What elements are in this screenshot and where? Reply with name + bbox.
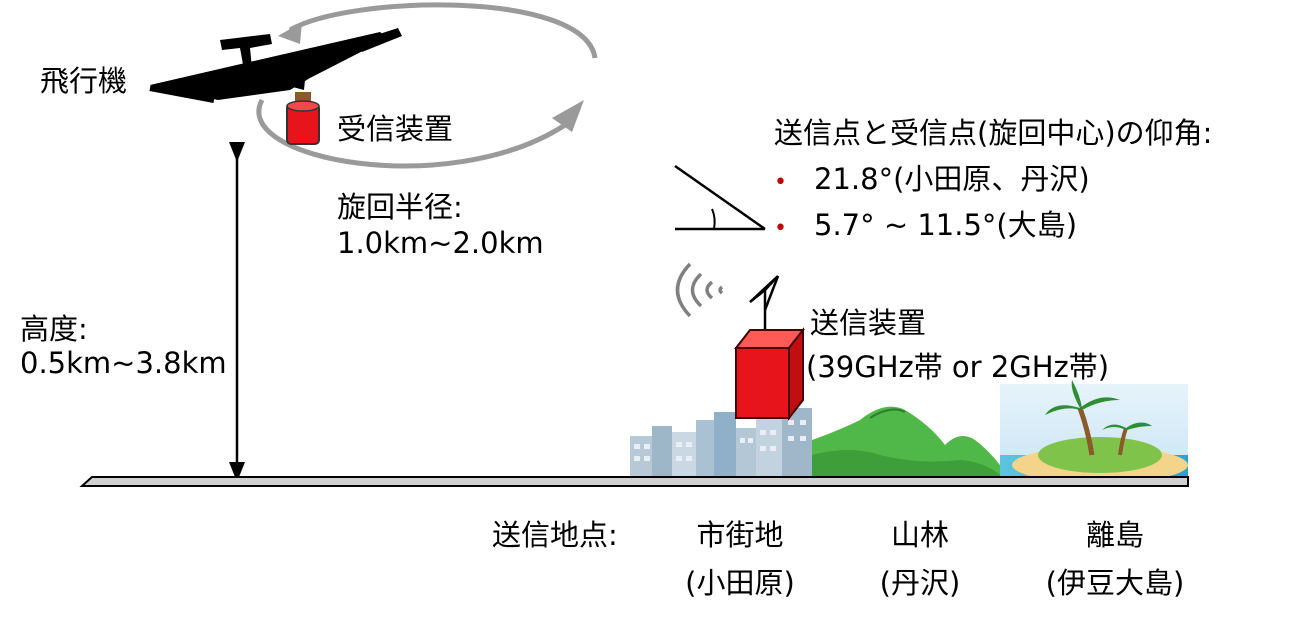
turn-radius-value: 1.0km~2.0km (337, 226, 544, 260)
bullet-icon: • (774, 216, 787, 241)
altitude-value: 0.5km~3.8km (20, 346, 227, 380)
red-box-transmitter-icon (733, 327, 806, 421)
elevation-item: •21.8°(小田原、丹沢) (774, 162, 1090, 196)
elevation-title: 送信点と受信点(旋回中心)の仰角: (774, 116, 1213, 150)
orbit-path (256, 2, 598, 169)
red-cylinder-receiver-icon (286, 92, 320, 145)
transmitter-label: 送信装置 (810, 306, 927, 340)
receiver-label: 受信装置 (337, 112, 454, 146)
site-place-mountain: (丹沢) (879, 566, 961, 600)
elevation-angle-icon (674, 164, 766, 231)
radio-wave-icon (675, 262, 724, 318)
site-place-city: (小田原) (685, 566, 795, 600)
city-scene (630, 408, 812, 484)
antenna-icon (749, 275, 780, 340)
site-name-city: 市街地 (696, 518, 784, 552)
ground-baseline (79, 476, 1189, 487)
site-name-island: 離島 (1085, 518, 1144, 552)
elevation-item: •5.7° ~ 11.5°(大島) (774, 208, 1078, 242)
transmitter-bands: (39GHz帯 or 2GHz帯) (806, 350, 1110, 384)
glider-airplane-icon (150, 28, 402, 100)
mountain-scene (812, 406, 1010, 484)
site-name-mountain: 山林 (890, 518, 949, 552)
island-scene (1000, 380, 1188, 484)
aircraft-label: 飛行機 (40, 64, 128, 98)
aircraft-label-leader (149, 85, 215, 103)
sites-title: 送信地点: (492, 518, 618, 552)
site-place-island: (伊豆大島) (1045, 566, 1185, 600)
bullet-icon: • (774, 170, 787, 195)
altitude-title: 高度: (20, 312, 88, 346)
turn-radius-title: 旋回半径: (337, 190, 463, 224)
